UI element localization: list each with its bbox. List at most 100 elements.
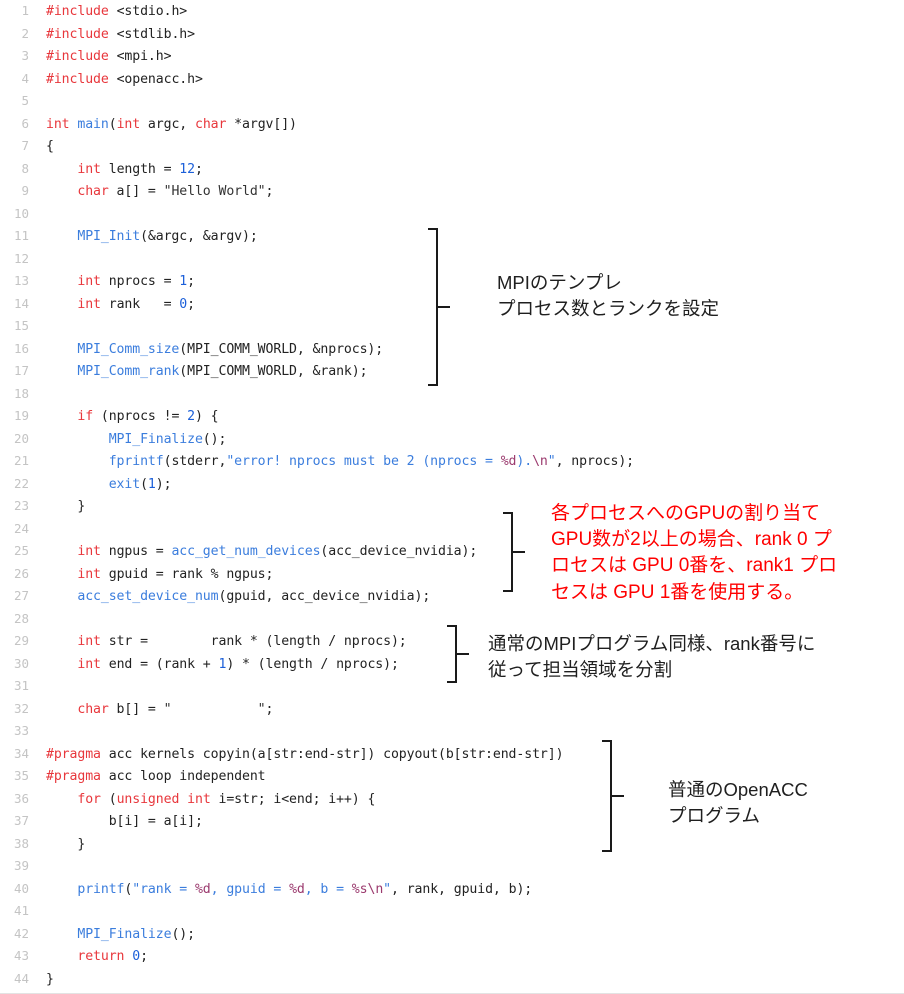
line-number: 5 (21, 93, 29, 108)
code-token: #include (46, 71, 117, 87)
line-number: 15 (13, 318, 29, 333)
code-token: \n (532, 454, 548, 469)
brace-tip-top (447, 625, 457, 627)
code-token: , b = (304, 881, 352, 897)
code-token: ngpus = (100, 544, 172, 559)
code-line: 9 char a[] = "Hello World"; (0, 180, 904, 203)
line-number: 7 (21, 138, 29, 153)
code-line: 1 #include <stdio.h> (0, 0, 904, 23)
code-token: int (116, 116, 141, 132)
code-line: 43 return 0; (0, 945, 904, 968)
code-token: %d (289, 881, 305, 897)
line-number: 4 (21, 70, 29, 86)
code-line: 7{ (0, 135, 904, 158)
line-number: 42 (13, 925, 29, 941)
code-token: ; (265, 701, 274, 717)
annotation-text-rank-partition: 通常のMPIプログラム同様、rank番号に 従って担当領域を分割 (488, 633, 816, 680)
code-token: (nprocs != (93, 409, 188, 424)
code-token: " " (163, 701, 266, 717)
code-text: char b[] = " "; (46, 699, 273, 722)
code-token: (acc_device_nvidia); (320, 544, 478, 559)
code-line: 23 } (0, 495, 904, 518)
code-token: acc_set_device_num (77, 589, 219, 604)
code-token: } (46, 499, 86, 514)
code-token (46, 364, 77, 379)
code-token: ; (265, 184, 274, 199)
code-token: ); (155, 476, 172, 492)
code-line: 24 (0, 518, 904, 541)
code-line: 30 int end = (rank + 1) * (length / npro… (0, 653, 904, 676)
code-text: { (46, 136, 54, 159)
line-number: 19 (13, 408, 29, 423)
code-text: for (unsigned int i=str; i<end; i++) { (46, 789, 375, 812)
line-number: 11 (13, 228, 29, 243)
code-line: 25 int ngpus = acc_get_num_devices(acc_d… (0, 540, 904, 563)
code-token: argc, (140, 116, 195, 132)
code-token: ) * (length / nprocs); (226, 656, 399, 672)
code-token: <stdio.h> (116, 4, 188, 19)
line-number: 34 (13, 745, 29, 761)
code-token: printf (77, 881, 125, 897)
code-text: int ngpus = acc_get_num_devices(acc_devi… (46, 541, 477, 564)
code-token: acc loop independent (100, 769, 266, 784)
line-number: 16 (13, 340, 29, 356)
code-text: MPI_Finalize(); (46, 924, 195, 947)
code-token (46, 544, 77, 559)
code-text: } (46, 496, 85, 519)
code-token (46, 432, 109, 447)
code-text: int rank = 0; (46, 294, 195, 317)
line-number: 43 (13, 948, 29, 963)
code-token (46, 162, 77, 177)
code-token (46, 477, 109, 492)
brace-nib (512, 551, 525, 553)
code-line: 29 int str = rank * (length / nprocs); (0, 630, 904, 653)
code-token: ; (187, 296, 195, 312)
code-line: 41 (0, 900, 904, 923)
code-token: ) { (194, 409, 219, 424)
code-token: length = (100, 161, 180, 177)
code-line: 11 MPI_Init(&argc, &argv); (0, 225, 904, 248)
code-token: MPI_Finalize (77, 926, 172, 942)
line-number: 1 (21, 3, 29, 18)
code-line: 13 int nprocs = 1; (0, 270, 904, 293)
code-text: #include <stdlib.h> (46, 24, 195, 47)
code-line: 5 (0, 90, 904, 113)
code-line: 37 b[i] = a[i]; (0, 810, 904, 833)
code-token: %d (500, 454, 517, 469)
code-token: 1 (147, 476, 156, 492)
code-text: MPI_Finalize(); (46, 429, 227, 452)
code-text: int str = rank * (length / nprocs); (46, 631, 406, 654)
line-number: 2 (21, 25, 29, 41)
code-token: #pragma (46, 769, 101, 784)
code-token: gpuid = rank % ngpus; (100, 566, 274, 582)
code-token: (MPI_COMM_WORLD, &nprocs); (179, 341, 384, 357)
code-token: 0 (132, 949, 141, 964)
code-token (46, 184, 77, 199)
code-token: b[] = (108, 701, 164, 717)
brace-tip-top (602, 740, 612, 742)
code-token: ( (100, 791, 117, 807)
line-number: 33 (13, 723, 29, 738)
line-number: 24 (13, 520, 29, 536)
code-token: ; (187, 274, 195, 289)
code-token: #include (46, 4, 117, 19)
brace-nib (456, 653, 469, 655)
annotation-brace-rank-partition (447, 625, 471, 683)
line-number: 25 (13, 543, 29, 558)
code-token: 0 (179, 296, 188, 312)
code-token: char (77, 184, 109, 199)
code-token: if (77, 409, 94, 424)
code-token: , gpuid = (210, 881, 290, 897)
code-token: , rank, gpuid, b); (391, 881, 533, 897)
code-token (46, 342, 77, 357)
line-number: 40 (13, 880, 29, 896)
code-token: char (194, 116, 227, 132)
line-number: 18 (13, 385, 29, 401)
code-token: MPI_Comm_size (77, 341, 180, 357)
code-line: 10 (0, 203, 904, 226)
code-line: 20 MPI_Finalize(); (0, 428, 904, 451)
code-text: #include <stdio.h> (46, 1, 187, 24)
code-line: 44} (0, 968, 904, 991)
code-line: 33 (0, 720, 904, 743)
